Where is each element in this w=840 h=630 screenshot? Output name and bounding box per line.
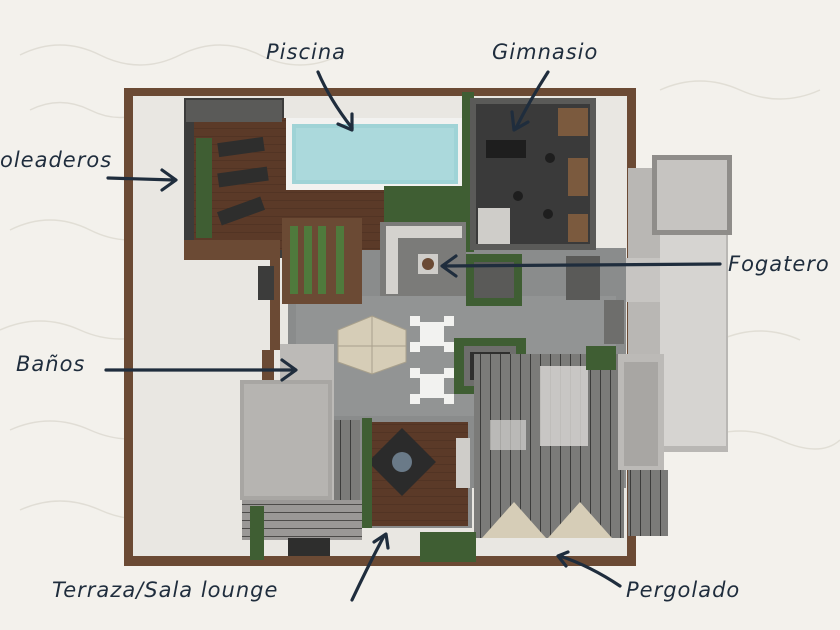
label-banos: Baños <box>16 352 86 376</box>
bathrooms-block <box>240 344 334 502</box>
arrow-pergolado <box>558 554 622 588</box>
pergola <box>474 346 668 538</box>
table-set-1 <box>410 316 454 352</box>
lounge-terrace <box>334 418 472 530</box>
gym-room <box>470 98 596 250</box>
table-set-2 <box>410 368 454 404</box>
arrow-terraza <box>350 534 386 602</box>
annotation-arrows <box>104 70 722 602</box>
arrow-asoleaderos <box>106 176 176 182</box>
fire-pit-area <box>380 222 522 306</box>
hedge-planter <box>384 186 466 224</box>
label-piscina: Piscina <box>266 40 346 64</box>
arrow-gimnasio <box>514 70 550 130</box>
umbrella <box>337 315 407 375</box>
label-terraza: Terraza/Sala lounge <box>52 578 279 602</box>
bottom-walkway <box>242 500 476 562</box>
background-script-texture <box>0 44 840 520</box>
label-pergolado: Pergolado <box>626 578 741 602</box>
label-gimnasio: Gimnasio <box>492 40 599 64</box>
swimming-pool <box>286 118 464 190</box>
arrow-piscina <box>316 70 354 130</box>
label-fogatero: Fogatero <box>728 252 830 276</box>
label-asoleaderos: oleaderos <box>0 148 113 172</box>
side-annex <box>600 155 732 452</box>
arrow-fogatero <box>442 262 722 268</box>
